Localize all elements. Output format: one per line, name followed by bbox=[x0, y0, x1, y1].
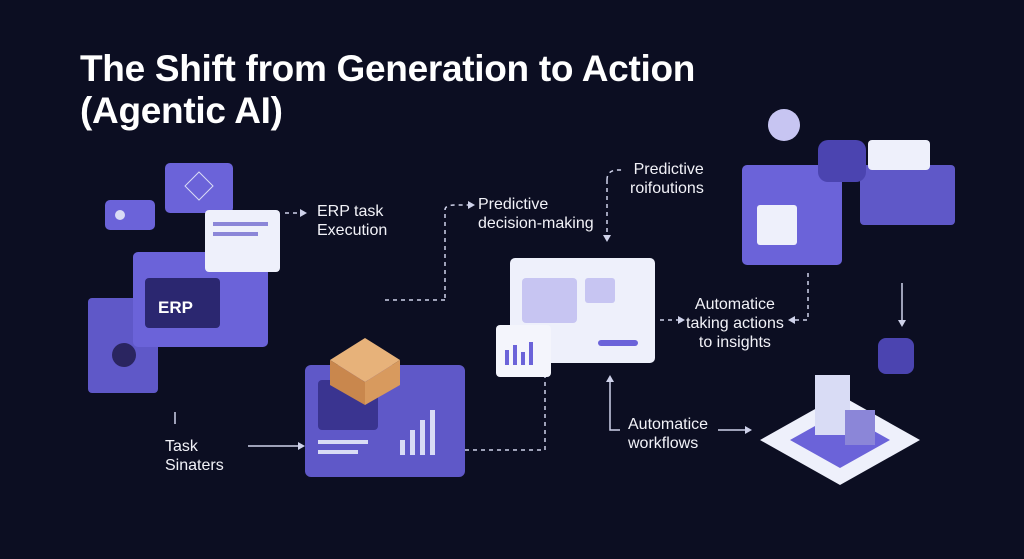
label-line: taking actions bbox=[686, 315, 784, 332]
label-line: Execution bbox=[317, 222, 388, 239]
label-line: Predictive bbox=[478, 196, 549, 213]
label-line: workflows bbox=[628, 435, 699, 452]
arrow-predictive-decision bbox=[444, 204, 468, 298]
label-automatice-actions: Automatice taking actions to insights bbox=[686, 295, 784, 352]
label-line: decision-making bbox=[478, 215, 594, 232]
arrow-workflows-up bbox=[609, 382, 620, 431]
title-line-1: The Shift from Generation to Action bbox=[80, 48, 696, 89]
dashboard-illustration bbox=[305, 338, 465, 477]
erp-badge: ERP bbox=[158, 298, 193, 317]
erp-window-illustration bbox=[88, 163, 280, 393]
arrow-actions-right bbox=[795, 270, 809, 321]
report-window-illustration bbox=[496, 258, 655, 377]
label-erp-task: ERP task Execution bbox=[317, 202, 387, 240]
label-predictive-decision: Predictive decision-making bbox=[478, 195, 594, 233]
label-task-sinaters: Task Sinaters bbox=[165, 437, 224, 475]
title-line-2: (Agentic AI) bbox=[80, 90, 283, 131]
label-automatice-workflows: Automatice workflows bbox=[628, 415, 708, 453]
label-line: Task bbox=[165, 438, 198, 455]
label-line: Predictive bbox=[633, 161, 704, 178]
page-title: The Shift from Generation to Action (Age… bbox=[80, 48, 695, 132]
arrow-roif-top bbox=[606, 169, 622, 181]
label-line: Automatice bbox=[628, 416, 709, 433]
analytics-window-illustration bbox=[742, 109, 955, 265]
label-line: Automatice bbox=[694, 296, 775, 313]
label-line: Sinaters bbox=[165, 457, 224, 474]
label-predictive-roifoutions: Predictive roifoutions bbox=[630, 160, 704, 198]
automation-platform-illustration bbox=[760, 338, 920, 485]
label-line: roifoutions bbox=[630, 180, 704, 197]
label-line: ERP task bbox=[317, 203, 384, 220]
label-line: to insights bbox=[698, 334, 771, 351]
